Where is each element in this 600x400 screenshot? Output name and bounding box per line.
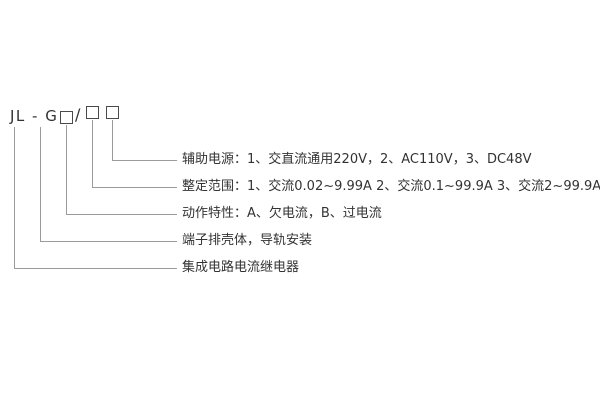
connector-line-horizontal-4 xyxy=(92,187,177,188)
connector-line-horizontal-3 xyxy=(66,214,177,215)
spec-box-power xyxy=(106,106,119,119)
label-setting-range: 整定范围：1、交流0.02~9.99A 2、交流0.1~99.9A 3、交流2~… xyxy=(182,179,600,194)
label-action-characteristic: 动作特性：A、欠电流，B、过电流 xyxy=(182,206,382,221)
connector-line-horizontal-1 xyxy=(14,268,177,269)
connector-line-vertical-3 xyxy=(66,125,67,214)
model-slash: / xyxy=(75,105,81,124)
model-prefix: JL - G xyxy=(10,107,59,125)
connector-line-vertical-2 xyxy=(40,127,41,241)
connector-line-horizontal-2 xyxy=(40,241,177,242)
spec-box-range xyxy=(86,106,99,119)
label-product-name: 集成电路电流继电器 xyxy=(182,260,300,275)
label-terminal-housing: 端子排壳体，导轨安装 xyxy=(182,233,313,248)
connector-line-horizontal-5 xyxy=(112,160,177,161)
label-aux-power: 辅助电源：1、交直流通用220V，2、AC110V，3、DC48V xyxy=(182,152,532,167)
spec-box-action xyxy=(60,111,73,124)
connector-line-vertical-1 xyxy=(14,127,15,268)
connector-line-vertical-4 xyxy=(92,120,93,187)
connector-line-vertical-5 xyxy=(112,120,113,160)
